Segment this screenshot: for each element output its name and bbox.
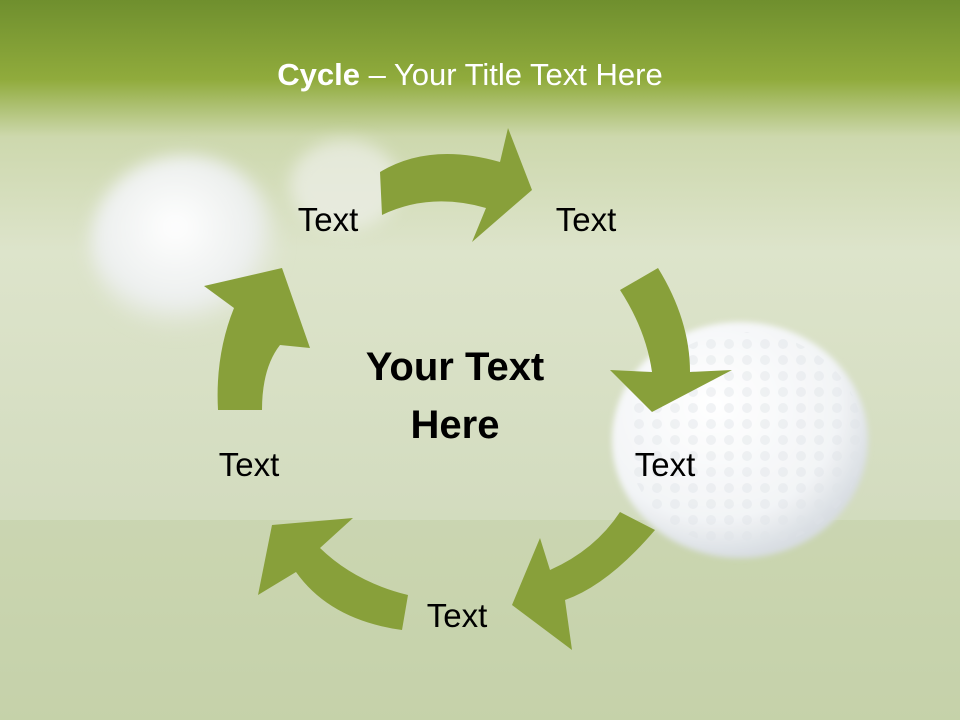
cycle-arrow-2	[610, 268, 732, 412]
cycle-node-1-label: Text	[297, 201, 359, 238]
slide-title: Cycle – Your Title Text Here	[0, 52, 940, 98]
cycle-node-3-label: Text	[634, 446, 696, 483]
cycle-arrow-4	[258, 518, 408, 630]
cycle-arrow-1	[380, 128, 532, 242]
center-text: Your Text Here	[365, 345, 545, 447]
cycle-node-2-label: Text	[555, 201, 617, 238]
title-bold: Cycle	[277, 57, 360, 92]
cycle-arrow-3	[512, 512, 655, 650]
cycle-node-4-label: Text	[426, 597, 488, 634]
cycle-arrow-5	[204, 268, 310, 410]
cycle-node-5-label: Text	[218, 446, 280, 483]
title-rest: – Your Title Text Here	[360, 57, 663, 92]
